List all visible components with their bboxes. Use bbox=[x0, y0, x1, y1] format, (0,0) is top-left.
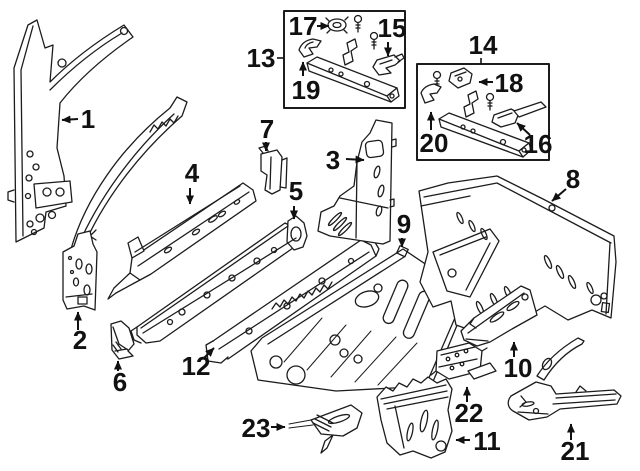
callout-22: 22 bbox=[455, 386, 484, 428]
part-21-drawing bbox=[507, 337, 622, 421]
callout-11: 11 bbox=[455, 426, 501, 456]
part-8-drawing bbox=[418, 175, 617, 332]
part-7-drawing bbox=[258, 145, 288, 195]
callout-21: 21 bbox=[561, 423, 590, 466]
callout-3: 3 bbox=[326, 145, 365, 175]
inset-box-14 bbox=[416, 63, 550, 161]
callout-23: 23 bbox=[242, 413, 286, 443]
callout-14: 14 bbox=[469, 30, 498, 64]
callout-label-7: 7 bbox=[260, 114, 274, 144]
part-5-drawing bbox=[130, 215, 308, 344]
callout-label-5: 5 bbox=[289, 176, 303, 206]
part-3-drawing bbox=[317, 119, 397, 245]
part-6-drawing bbox=[110, 320, 135, 360]
callout-9: 9 bbox=[397, 209, 411, 248]
callout-12: 12 bbox=[182, 347, 215, 381]
callout-2: 2 bbox=[73, 311, 87, 355]
callout-label-17: 17 bbox=[289, 11, 318, 41]
callout-label-15: 15 bbox=[378, 13, 407, 43]
callout-1: 1 bbox=[61, 104, 95, 134]
callout-label-10: 10 bbox=[504, 353, 533, 383]
callout-arrow-1 bbox=[61, 115, 79, 124]
part-1-drawing bbox=[7, 19, 134, 243]
part-11-drawing bbox=[376, 376, 453, 459]
callout-arrow-8 bbox=[551, 188, 567, 202]
callouts: 1 2 3 4 5 6 7 8 bbox=[61, 11, 590, 466]
callout-6: 6 bbox=[113, 360, 127, 397]
callout-label-3: 3 bbox=[326, 145, 340, 175]
callout-10: 10 bbox=[504, 341, 533, 383]
callout-7: 7 bbox=[260, 114, 274, 152]
callout-label-2: 2 bbox=[73, 325, 87, 355]
callout-19: 19 bbox=[292, 61, 321, 105]
callout-4: 4 bbox=[185, 158, 200, 205]
part-2-drawing bbox=[62, 96, 188, 311]
part-10-drawing bbox=[460, 285, 538, 347]
callout-8: 8 bbox=[551, 164, 580, 202]
callout-label-1: 1 bbox=[81, 104, 95, 134]
callout-label-9: 9 bbox=[397, 209, 411, 239]
callout-label-6: 6 bbox=[113, 367, 127, 397]
callout-arrow-12 bbox=[203, 347, 215, 359]
part-22-drawing bbox=[430, 342, 497, 380]
callout-label-18: 18 bbox=[495, 68, 524, 98]
callout-5: 5 bbox=[289, 176, 303, 220]
part-23-drawing bbox=[288, 404, 363, 454]
callout-label-11: 11 bbox=[473, 426, 501, 456]
part-12-drawing bbox=[205, 238, 380, 364]
callout-label-23: 23 bbox=[242, 413, 271, 443]
callout-20: 20 bbox=[420, 111, 449, 158]
callout-label-14: 14 bbox=[469, 30, 498, 60]
callout-17: 17 bbox=[289, 11, 330, 41]
callout-15: 15 bbox=[378, 13, 407, 57]
callout-label-19: 19 bbox=[292, 75, 321, 105]
callout-label-4: 4 bbox=[185, 158, 200, 188]
callout-arrow-3 bbox=[345, 155, 365, 164]
callout-13: 13 bbox=[247, 43, 284, 73]
callout-label-13: 13 bbox=[247, 43, 276, 73]
callout-label-8: 8 bbox=[566, 164, 580, 194]
callout-arrow-16 bbox=[516, 122, 531, 136]
callout-label-21: 21 bbox=[561, 436, 590, 466]
callout-label-22: 22 bbox=[455, 398, 484, 428]
callout-16: 16 bbox=[516, 122, 552, 159]
callout-label-20: 20 bbox=[420, 128, 449, 158]
part-4-drawing bbox=[107, 182, 257, 300]
callout-18: 18 bbox=[478, 68, 524, 98]
